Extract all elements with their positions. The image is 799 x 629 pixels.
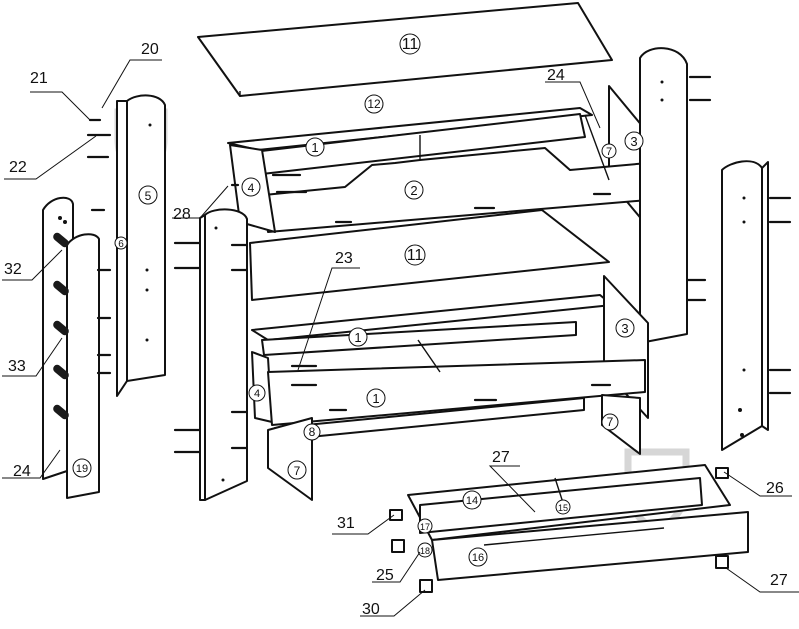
right-rear-post [639, 47, 712, 343]
part-number-18: 18 [417, 542, 433, 558]
part-number-7-upper-right: 7 [601, 143, 617, 159]
svg-text:11: 11 [407, 247, 424, 264]
fasteners-left [86, 118, 240, 454]
part-number-19: 19 [72, 458, 92, 478]
svg-text:5: 5 [145, 189, 152, 203]
callout-27-drawer: 27 [492, 449, 510, 466]
svg-text:6: 6 [118, 239, 124, 250]
callout-28: 28 [173, 206, 191, 223]
far-right-panel [721, 160, 792, 451]
svg-text:1: 1 [372, 391, 379, 406]
part-number-11-middle: 11 [404, 244, 426, 266]
svg-text:4: 4 [248, 181, 255, 195]
callout-30: 30 [362, 601, 380, 618]
callout-24-right: 24 [547, 67, 565, 84]
svg-text:7: 7 [607, 415, 614, 429]
callout-leaders [2, 59, 799, 617]
svg-text:3: 3 [621, 321, 628, 336]
svg-text:2: 2 [410, 183, 417, 198]
part-number-1-upper: 1 [305, 137, 325, 157]
part-number-4-upper: 4 [241, 177, 261, 197]
ladder [42, 196, 100, 499]
upper-frame [227, 85, 649, 233]
part-number-6: 6 [114, 236, 128, 250]
part-number-4-lower: 4 [248, 384, 266, 402]
svg-text:18: 18 [420, 546, 430, 556]
part-number-11-top: 11 [399, 33, 421, 55]
callout-25: 25 [376, 567, 394, 584]
svg-text:4: 4 [254, 388, 260, 400]
part-number-14: 14 [462, 490, 482, 510]
callout-31: 31 [337, 515, 355, 532]
svg-text:19: 19 [76, 463, 88, 475]
callout-22: 22 [9, 159, 27, 176]
part-number-7-left: 7 [287, 460, 307, 480]
svg-text:7: 7 [294, 464, 301, 478]
svg-text:8: 8 [309, 425, 316, 439]
part-number-8: 8 [303, 423, 321, 441]
part-number-17: 17 [417, 518, 433, 534]
part-number-12: 12 [364, 94, 384, 114]
svg-text:1: 1 [354, 330, 361, 345]
callout-21: 21 [30, 70, 48, 87]
part-number-1-lower-front: 1 [366, 388, 386, 408]
front-left-post [199, 208, 248, 501]
part-number-3-lower: 3 [615, 318, 635, 338]
part-number-16: 16 [468, 547, 488, 567]
svg-text:17: 17 [420, 522, 430, 532]
middle-board-11 [249, 209, 610, 301]
callout-23: 23 [335, 250, 353, 267]
svg-text:14: 14 [466, 495, 478, 507]
callout-26: 26 [766, 480, 784, 497]
callout-32: 32 [4, 261, 22, 278]
drawer [389, 464, 749, 593]
svg-text:12: 12 [367, 97, 381, 111]
svg-text:1: 1 [311, 140, 318, 155]
callout-20: 20 [141, 41, 159, 58]
svg-text:15: 15 [558, 503, 568, 513]
callout-24-left: 24 [13, 463, 31, 480]
callout-33: 33 [8, 358, 26, 375]
part-number-1-lower-back: 1 [348, 327, 368, 347]
part-number-7-right: 7 [601, 413, 619, 431]
part-number-3-upper: 3 [624, 131, 644, 151]
part-number-15: 15 [555, 499, 571, 515]
svg-text:16: 16 [472, 552, 484, 564]
lower-frame [251, 275, 649, 501]
callout-27-bottom: 27 [770, 572, 788, 589]
svg-text:3: 3 [630, 134, 637, 149]
fasteners-upper [271, 173, 612, 387]
part-number-2: 2 [404, 180, 424, 200]
svg-text:11: 11 [402, 36, 419, 53]
svg-text:7: 7 [606, 146, 612, 158]
side-panel-5 [116, 94, 166, 397]
part-number-5: 5 [138, 185, 158, 205]
